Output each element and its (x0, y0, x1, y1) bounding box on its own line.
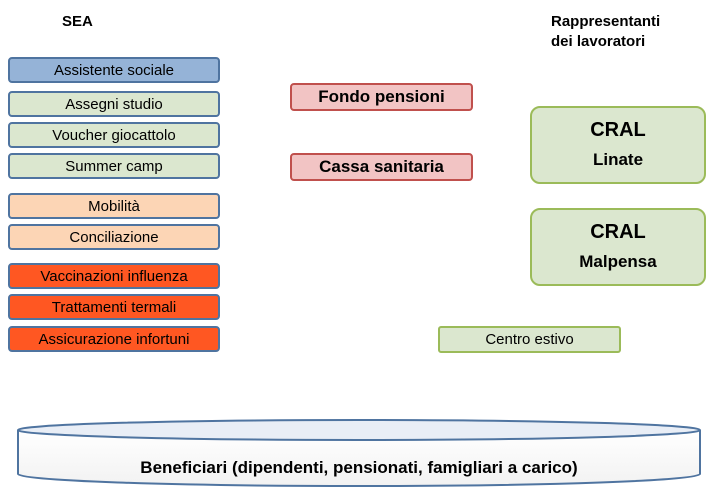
centro-estivo-box: Centro estivo (438, 326, 621, 353)
cylinder-shape (17, 419, 701, 487)
sea-item-summer-camp: Summer camp (8, 153, 220, 179)
cral-malpensa-subtitle: Malpensa (579, 252, 657, 271)
representatives-header: Rappresentanti dei lavoratori (551, 12, 691, 52)
representatives-header-line2: dei lavoratori (551, 33, 646, 50)
sea-item-assegni-studio: Assegni studio (8, 91, 220, 117)
cral-linate-subtitle: Linate (592, 150, 644, 169)
sea-item-conciliazione: Conciliazione (8, 224, 220, 250)
cassa-sanitaria-box: Cassa sanitaria (290, 153, 473, 181)
sea-header: SEA (62, 13, 93, 30)
cral-linate-title: CRAL (590, 119, 646, 141)
beneficiaries-label: Beneficiari (dipendenti, pensionati, fam… (140, 458, 578, 477)
sea-item-voucher-giocattolo: Voucher giocattolo (8, 122, 220, 148)
cral-malpensa-title: CRAL (590, 221, 646, 243)
beneficiaries-cylinder: Beneficiari (dipendenti, pensionati, fam… (16, 418, 702, 488)
representatives-header-line1: Rappresentanti (551, 13, 661, 30)
sea-item-mobilita: Mobilità (8, 193, 220, 219)
sea-item-trattamenti-termali: Trattamenti termali (8, 294, 220, 320)
fondo-pensioni-box: Fondo pensioni (290, 83, 473, 111)
sea-item-assistente-sociale: Assistente sociale (8, 57, 220, 83)
sea-item-vaccinazioni-influenza: Vaccinazioni influenza (8, 263, 220, 289)
cral-malpensa-box: CRAL Malpensa (530, 208, 706, 286)
cral-linate-box: CRAL Linate (530, 106, 706, 184)
sea-item-assicurazione-infortuni: Assicurazione infortuni (8, 326, 220, 352)
